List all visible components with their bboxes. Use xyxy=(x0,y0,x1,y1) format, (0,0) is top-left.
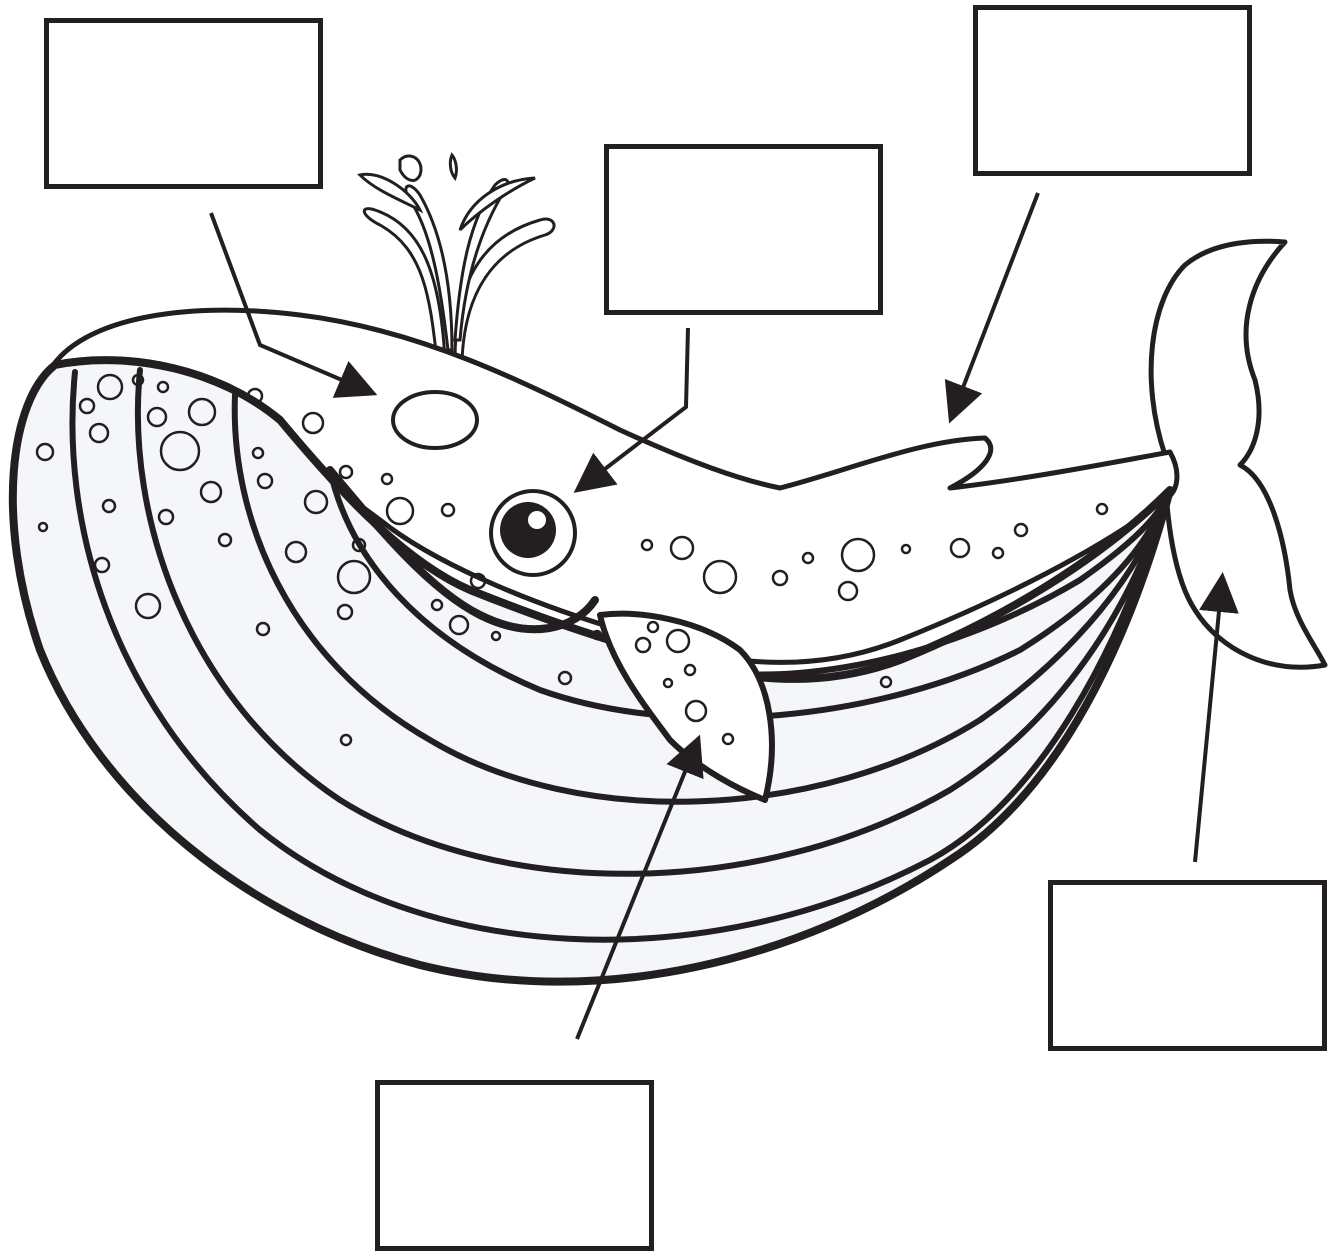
water-spout xyxy=(360,155,554,360)
arrow-to-dorsal-fin xyxy=(952,193,1038,416)
label-box-flipper[interactable] xyxy=(375,1080,654,1251)
label-box-eye[interactable] xyxy=(604,144,883,315)
label-box-tail-fluke[interactable] xyxy=(1048,880,1327,1051)
tail-fluke xyxy=(1151,241,1325,667)
label-box-dorsal-fin[interactable] xyxy=(973,5,1252,176)
label-box-blowhole[interactable] xyxy=(44,18,323,189)
whale-eye xyxy=(491,491,575,575)
blowhole-oval xyxy=(393,392,477,448)
